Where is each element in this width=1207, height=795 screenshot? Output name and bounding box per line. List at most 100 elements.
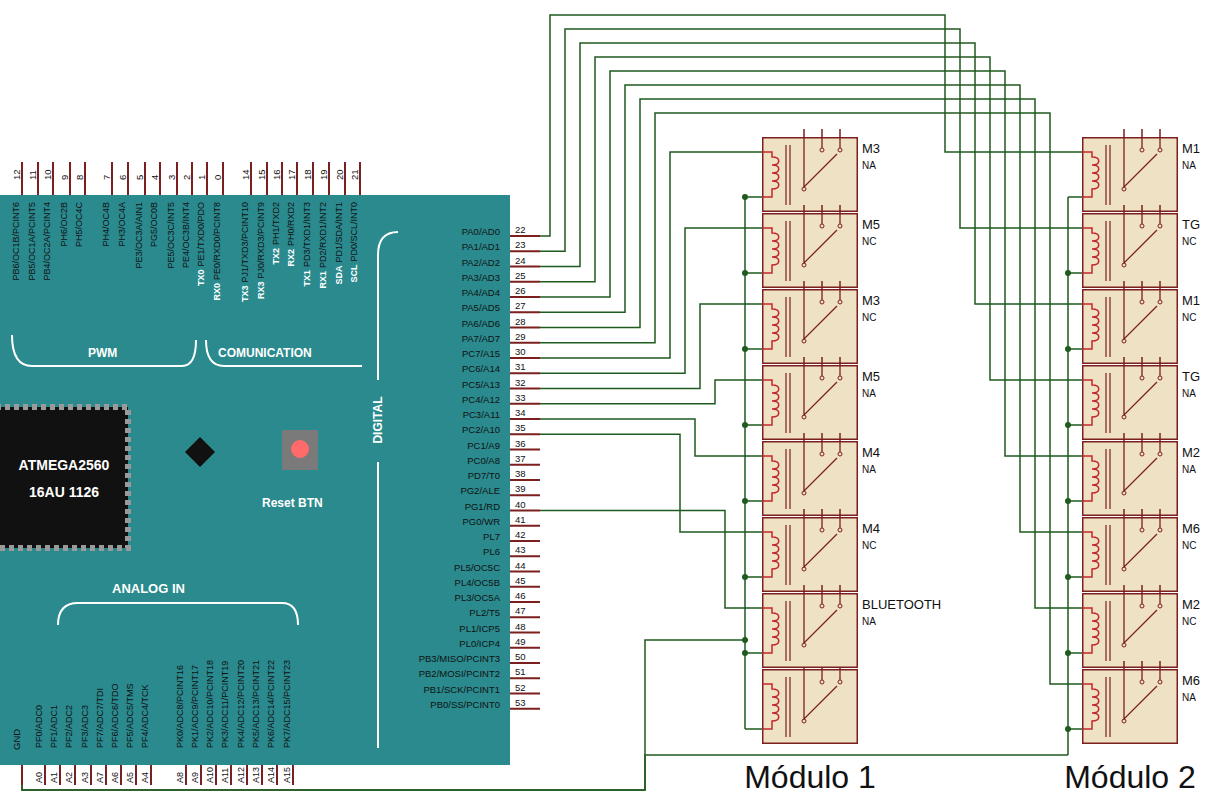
pin-number: A9 [190, 772, 200, 783]
relay-box: M4NC [762, 517, 858, 592]
analog-pins [22, 765, 293, 785]
label-holder: PC5/A13 [380, 379, 500, 390]
label-holder: PE3/OC3A/AIN1 [134, 202, 145, 330]
pin-name: PB3/MISO/PCINT3 [419, 653, 500, 664]
pin-number: A11 [220, 768, 230, 783]
relay-name: M6 [1182, 673, 1200, 688]
relay-box: M5NC [762, 213, 858, 288]
label-holder: PA0/AD0 [380, 226, 500, 237]
pin-number: 49 [515, 636, 526, 647]
section-label: ANALOG IN [112, 582, 185, 596]
label-holder: 45 [515, 575, 539, 586]
contact-type: NC [862, 312, 876, 324]
label-holder: TX0PE1/TXD0/PDO [196, 202, 207, 330]
label-holder: 5 [134, 162, 145, 180]
pin-number: 42 [515, 529, 526, 540]
pin-number: A3 [80, 772, 90, 783]
relay-symbol [1082, 213, 1178, 288]
pin-number: 11 [27, 170, 38, 180]
pin-number: 23 [515, 239, 526, 250]
label-holder: PB3/MISO/PCINT3 [380, 653, 500, 664]
pin-number: 6 [117, 175, 128, 180]
pin-name: PC0/A8 [467, 455, 500, 466]
pin-name: PK5/ADC13/PCINT21 [251, 660, 261, 748]
label-holder: PG0/WR [380, 516, 500, 527]
port-label: RX1 [318, 271, 328, 289]
pin-number: 9 [59, 175, 70, 180]
pin-name: PE5/OC3C/INT5 [166, 202, 176, 269]
pin-name: PH0/RXD2 [286, 202, 296, 246]
wire [540, 15, 1082, 236]
label-holder: 27 [515, 300, 539, 311]
pin-name: PA7/AD7 [462, 333, 500, 344]
wire [22, 755, 1040, 790]
relay-box: M3NC [762, 289, 858, 364]
label-holder: 50 [515, 651, 539, 662]
section-label: Reset BTN [262, 496, 323, 510]
relay-box: M1NC [1082, 289, 1178, 364]
pin-number: 28 [515, 316, 526, 327]
pin-name: PK3/ADC11/PCINT19 [220, 661, 230, 748]
pin-name: PK4/ADC12/PCINT20 [236, 660, 246, 748]
pin-number: 45 [515, 575, 526, 586]
pin-name: PK1/ADC9/PCINT17 [190, 665, 200, 748]
label-holder: 39 [515, 483, 539, 494]
pin-number: A13 [251, 767, 261, 783]
label-holder: A8 [175, 765, 186, 783]
pin-number: 37 [515, 453, 526, 464]
label-holder: SDAPD1/SDA/INT1 [334, 202, 345, 330]
label-holder: PK3/ADC11/PCINT19 [220, 623, 231, 748]
pin-name: PB5/OC1A/PCINT5 [27, 202, 37, 281]
label-holder: PL0/ICP4 [380, 638, 500, 649]
relay-symbol [1082, 441, 1178, 516]
pin-name: PA2/AD2 [462, 257, 500, 268]
pin-name: PF1/ADC1 [49, 705, 59, 748]
label-holder: A3 [80, 765, 91, 783]
contact-type: NC [862, 540, 876, 552]
pin-number: 22 [515, 224, 526, 235]
pin-name: PK6/ADC14/PCINT22 [266, 660, 276, 748]
pin-number: 20 [334, 169, 345, 180]
pin-name: PA0/AD0 [462, 226, 500, 237]
port-label: RX3 [256, 282, 266, 300]
label-holder: RX1PD2/RXD1/INT2 [318, 202, 329, 330]
label-holder: 20 [334, 162, 345, 180]
label-holder: 44 [515, 560, 539, 571]
label-holder: RX0PE0/RXD0/PCINT8 [212, 202, 223, 330]
pin-name: PA4/AD4 [462, 287, 500, 298]
pin-number: A1 [49, 772, 59, 783]
relay-symbol [1082, 517, 1178, 592]
label-holder: 52 [515, 682, 539, 693]
relay-name: M4 [862, 445, 880, 460]
pin-name: PB4/OC2A/PCINT4 [42, 202, 52, 281]
chip-label: ATMEGA2560 16AU 1126 [9, 452, 119, 506]
pin-number: 46 [515, 590, 526, 601]
pin-name: PB1/SCK/PCINT1 [423, 684, 500, 695]
label-holder: PA3/AD3 [380, 272, 500, 283]
relay-box: TGNA [1082, 365, 1178, 440]
contact-type: NA [862, 464, 876, 476]
label-holder: 37 [515, 453, 539, 464]
label-holder: 7 [101, 162, 112, 180]
pin-name: PA3/AD3 [462, 272, 500, 283]
label-holder: A12 [236, 765, 247, 783]
contact-type: NC [1182, 616, 1196, 628]
pin-number: 4 [149, 175, 160, 180]
label-holder: 51 [515, 666, 539, 677]
label-holder: A4 [140, 765, 151, 783]
port-label: TX3 [240, 286, 250, 303]
port-label: TX1 [302, 270, 312, 287]
label-holder: TX3PJ1/TXD3/PCINT10 [240, 202, 251, 330]
pin-name: PE4/OC3B/INT4 [181, 202, 191, 268]
pin-number: 38 [515, 468, 526, 479]
label-holder: SCLPD0/SCL/INT0 [349, 202, 360, 330]
pin-name: PL2/T5 [469, 607, 500, 618]
relay-symbol [762, 517, 858, 592]
pin-number: A7 [95, 772, 105, 783]
pin-number: 24 [515, 255, 526, 266]
contact-type: NC [1182, 312, 1196, 324]
pin-name: PD1/SDA/INT1 [334, 202, 344, 263]
pin-number: 32 [515, 377, 526, 388]
pin-name: PA6/AD6 [462, 318, 500, 329]
